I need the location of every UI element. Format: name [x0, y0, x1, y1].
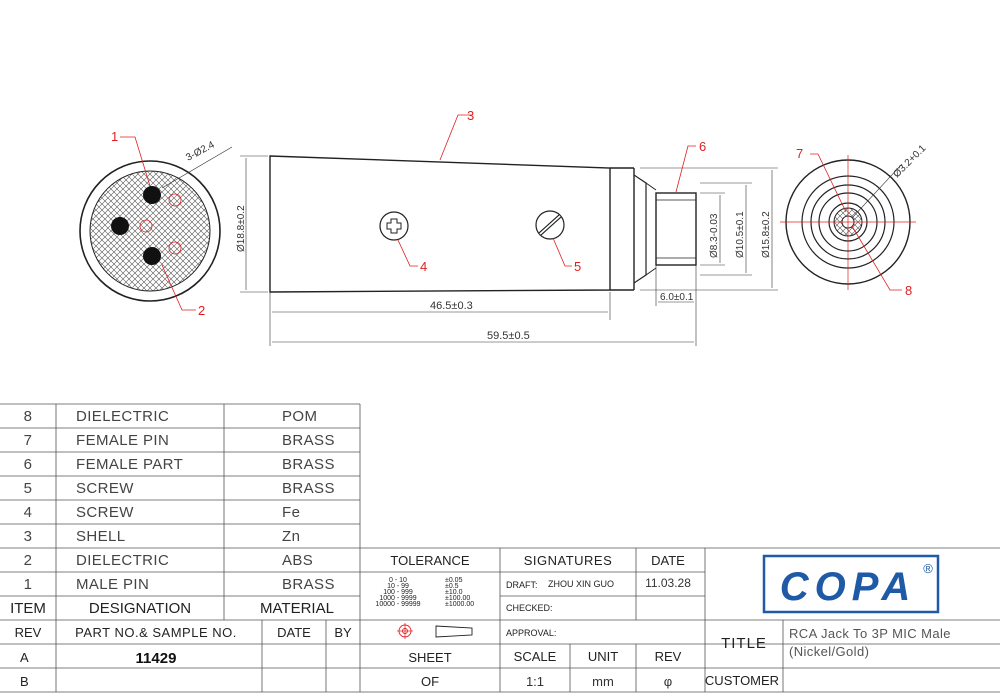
side-view: Ø18.8±0.2 46.5±0.3 59.5±0.5 6.0±0.1 Ø8.3…	[236, 108, 778, 346]
bom-material: Fe	[282, 504, 300, 521]
rev-header-date: DATE	[277, 625, 311, 640]
callout-3: 3	[467, 108, 474, 123]
bom-designation: DIELECTRIC	[76, 408, 169, 425]
bom-item-number: 2	[24, 552, 33, 569]
tolerance-range: 100 - 999	[383, 589, 413, 596]
bom-item-number: 5	[24, 480, 33, 497]
dim-body-len: 46.5±0.3	[430, 300, 473, 312]
rev-header-rev: REV	[15, 625, 42, 640]
rev-value: φ	[664, 674, 672, 689]
title-line-1: RCA Jack To 3P MIC Male	[789, 626, 951, 641]
registered-mark: ®	[923, 561, 933, 576]
pin-hole-2	[143, 247, 161, 265]
dim-holes: 3-Ø2.4	[184, 139, 217, 163]
bom-designation: FEMALE PIN	[76, 432, 169, 449]
title-label: TITLE	[721, 635, 767, 652]
rev-row-b-rev: B	[20, 674, 29, 689]
left-end-view: 3-Ø2.4 1 2	[79, 129, 233, 318]
rev-header-by: BY	[334, 625, 352, 640]
copa-logo: COPA ®	[762, 554, 940, 614]
bom-designation: SCREW	[76, 504, 134, 521]
approval-label: APPROVAL:	[506, 628, 556, 638]
dim-mid-dia: Ø10.5±0.1	[735, 211, 746, 258]
title-line-2: (Nickel/Gold)	[789, 644, 869, 659]
tolerance-ranges: 0 - 10 ±0.05 10 - 99 ±0.5 100 - 999 ±10.0 1000…	[375, 577, 474, 608]
unit-label: UNIT	[588, 649, 618, 664]
bom-header-material: MATERIAL	[260, 600, 334, 617]
dim-hole-dia: Ø3.2+0.1	[891, 143, 928, 180]
tolerance-value: ±0.05	[445, 577, 463, 584]
dim-outer-dia: Ø15.8±0.2	[761, 211, 772, 258]
scale-label: SCALE	[514, 649, 557, 664]
customer-label: CUSTOMER	[705, 673, 779, 688]
tolerance-symbols	[397, 623, 473, 639]
callout-8: 8	[905, 283, 912, 298]
rev-row-a-rev: A	[20, 650, 29, 665]
bom-designation: MALE PIN	[76, 576, 149, 593]
unit-value: mm	[592, 674, 614, 689]
draft-label: DRAFT:	[506, 580, 538, 590]
tolerance-value: ±10.0	[445, 589, 463, 596]
signatures-date-header: DATE	[651, 553, 685, 568]
draft-name: ZHOU XIN GUO	[548, 579, 614, 589]
dim-total-len: 59.5±0.5	[487, 330, 530, 342]
dim-pin-dia: Ø8.3-0.03	[709, 213, 720, 258]
bom-item-number: 7	[24, 432, 33, 449]
callout-7: 7	[796, 146, 803, 161]
tolerance-value: ±1000.00	[445, 601, 474, 608]
table-grid	[0, 403, 1000, 693]
rev-header-part: PART NO.& SAMPLE NO.	[75, 625, 237, 640]
tolerance-range: 10000 - 99999	[375, 601, 420, 608]
bom-designation: SHELL	[76, 528, 126, 545]
tolerance-range: 10 - 99	[387, 583, 409, 590]
draft-date: 11.03.28	[645, 576, 691, 590]
rev-label: REV	[655, 649, 682, 664]
callout-2: 2	[198, 303, 205, 318]
pin-hole-3	[111, 217, 129, 235]
dim-step-len: 6.0±0.1	[660, 292, 694, 303]
callout-1: 1	[111, 129, 118, 144]
bom-material: Zn	[282, 528, 300, 545]
bom-header-designation: DESIGNATION	[89, 600, 191, 617]
logo-text: COPA	[780, 565, 917, 609]
bom-designation: SCREW	[76, 480, 134, 497]
bom-header-item: ITEM	[10, 600, 46, 617]
bom-material: ABS	[282, 552, 313, 569]
callout-5: 5	[574, 259, 581, 274]
right-end-view: Ø3.2+0.1 7 8	[780, 143, 929, 298]
tolerance-value: ±0.5	[445, 583, 459, 590]
bom-material: POM	[282, 408, 317, 425]
bom-item-number: 8	[24, 408, 33, 425]
callout-4: 4	[420, 259, 427, 274]
tolerance-value: ±100.00	[445, 595, 470, 602]
bom-item-number: 4	[24, 504, 33, 521]
rev-row-a-part: 11429	[136, 650, 177, 667]
bom-material: BRASS	[282, 480, 335, 497]
checked-label: CHECKED:	[506, 603, 553, 613]
tolerance-title: TOLERANCE	[390, 553, 470, 568]
of-label: OF	[421, 674, 439, 689]
bom-item-number: 3	[24, 528, 33, 545]
sheet-label: SHEET	[408, 650, 451, 665]
bom-material: BRASS	[282, 576, 335, 593]
scale-value: 1:1	[526, 674, 544, 689]
screw-phillips-icon	[379, 211, 409, 241]
callout-6: 6	[699, 139, 706, 154]
bom-designation: DIELECTRIC	[76, 552, 169, 569]
bom-item-number: 1	[24, 576, 33, 593]
pin-hole-1	[143, 186, 161, 204]
signatures-title: SIGNATURES	[524, 553, 613, 568]
bom-designation: FEMALE PART	[76, 456, 183, 473]
tolerance-range: 1000 - 9999	[379, 595, 416, 602]
tolerance-range: 0 - 10	[389, 577, 407, 584]
dim-shell-dia: Ø18.8±0.2	[236, 205, 247, 252]
bom-material: BRASS	[282, 456, 335, 473]
bom-item-number: 6	[24, 456, 33, 473]
bom-material: BRASS	[282, 432, 335, 449]
